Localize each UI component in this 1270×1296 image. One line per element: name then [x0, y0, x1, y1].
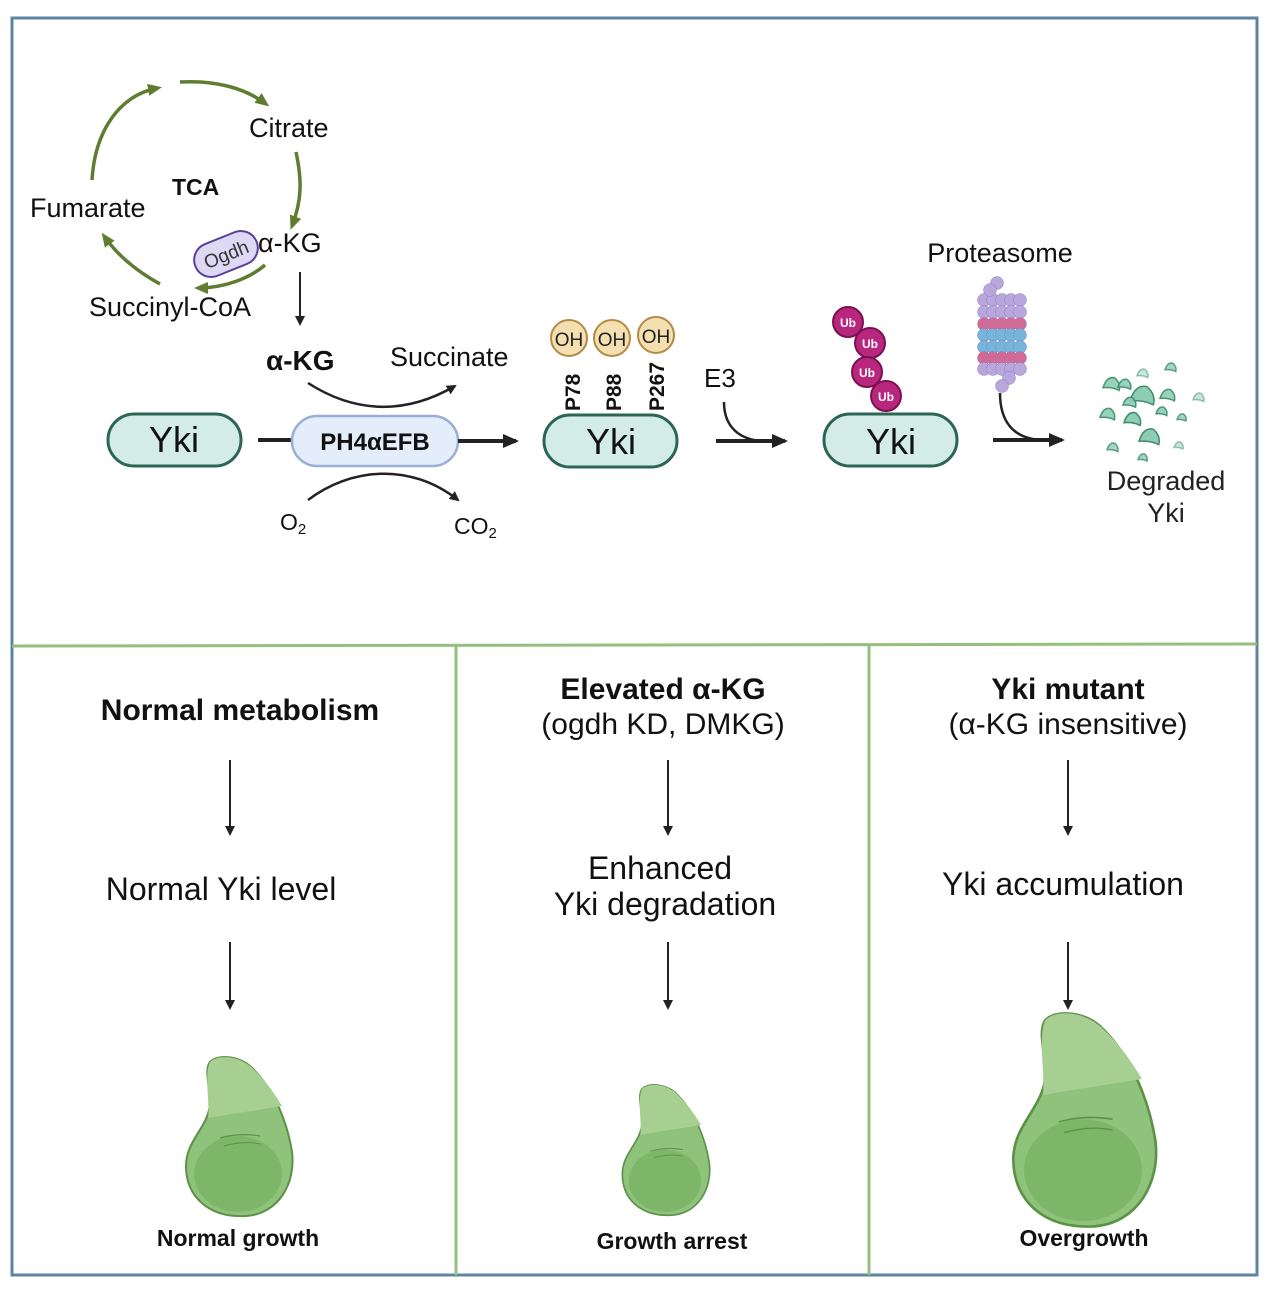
yki-fragment [1191, 392, 1205, 403]
degraded-yki-fragments [1098, 362, 1205, 463]
akg-cycle-label: α-KG [258, 228, 322, 258]
yki-fragment [1136, 453, 1148, 463]
proteasome-label: Proteasome [927, 238, 1073, 268]
o2-label: O2 [280, 509, 306, 538]
yki-fragment [1105, 442, 1119, 453]
site-p88: P88 [603, 373, 626, 411]
yki-fragment [1137, 428, 1161, 446]
tca-arrow-top-left [90, 83, 162, 181]
panel-3-outcome: Overgrowth [1019, 1225, 1148, 1251]
o2-to-co2-arrow [307, 472, 460, 502]
proteasome-bead [1013, 305, 1027, 319]
svg-text:Ub: Ub [859, 366, 875, 380]
panel-3-title: Yki mutant [991, 673, 1144, 706]
section-divider [11, 642, 1258, 648]
panel-normal-metabolism: Normal metabolism Normal Yki level Norma… [101, 694, 379, 1251]
panel-2-effect-line2: Yki degradation [554, 886, 776, 922]
tca-arrow-left [101, 232, 161, 286]
svg-text:OH: OH [555, 330, 584, 351]
degraded-label-line2: Yki [1147, 498, 1185, 528]
panel-2-title: Elevated α-KG [560, 673, 765, 706]
proteasome-bead [983, 283, 997, 297]
yki-fragment [1163, 362, 1177, 373]
yki-fragment [1135, 368, 1149, 379]
svg-text:OH: OH [642, 327, 671, 348]
panel-elevated-akg: Elevated α-KG (ogdh KD, DMKG) Enhanced Y… [541, 673, 784, 1254]
panel-3-effect: Yki accumulation [942, 866, 1184, 902]
citrate-label: Citrate [249, 113, 329, 143]
site-p267: P267 [646, 362, 669, 411]
yki-label-2: Yki [586, 421, 636, 462]
yki-label-3: Yki [866, 421, 916, 462]
proteasome-bead [1013, 362, 1027, 376]
e3-label: E3 [704, 363, 736, 393]
proteasome: Proteasome [927, 238, 1073, 447]
ubiquitinated-yki: Ub Ub Ub Ub Yki [822, 306, 959, 468]
wing-disc-large-icon [1011, 1012, 1158, 1228]
yki-fragment [1116, 378, 1132, 391]
panel-2-subtitle: (ogdh KD, DMKG) [541, 708, 784, 741]
yki-fragment [1121, 396, 1137, 409]
ub-1: Ub [832, 306, 864, 338]
svg-text:OH: OH [598, 330, 627, 351]
panel-3-subtitle: (α-KG insensitive) [948, 708, 1187, 741]
yki-fragment [1098, 407, 1116, 421]
proteasome-icon [977, 276, 1027, 393]
svg-text:Ub: Ub [862, 337, 878, 351]
yki-fragment [1172, 441, 1184, 451]
hydroxylation-reaction: α-KG Succinate O2 CO2 Yki PH4αEFB [106, 342, 519, 542]
yki-label-1: Yki [149, 419, 199, 460]
succinyl-coa-label: Succinyl-CoA [89, 292, 251, 322]
panel-1-effect: Normal Yki level [106, 871, 337, 907]
wing-disc-small-icon [621, 1084, 711, 1217]
tca-arrow-top-right [179, 79, 270, 107]
ph4aefb-enzyme: PH4αEFB [290, 414, 460, 468]
tca-arrow-right [289, 151, 302, 230]
yki-fragment [1158, 388, 1176, 402]
panel-1-outcome: Normal growth [157, 1225, 319, 1251]
oh-group-3: OH [637, 316, 675, 354]
yki-fragment [1122, 411, 1142, 427]
oh-group-2: OH [593, 319, 631, 357]
succinate-label: Succinate [390, 342, 509, 372]
ub-4: Ub [870, 380, 902, 412]
svg-text:Ub: Ub [840, 316, 856, 330]
akg-to-succinate-arrow [307, 381, 457, 409]
site-p78: P78 [562, 373, 585, 411]
co2-label: CO2 [454, 513, 497, 542]
yki-fragment [1128, 385, 1155, 406]
panel-2-outcome: Growth arrest [597, 1228, 748, 1254]
oh-group-1: OH [550, 319, 588, 357]
proteasome-curve [998, 392, 1041, 442]
e3-step: E3 [704, 363, 788, 448]
yki-protein-1: Yki [106, 412, 243, 468]
outer-border [10, 16, 1259, 1277]
e3-curve [722, 401, 761, 443]
fumarate-label: Fumarate [30, 193, 146, 223]
proteasome-bead [995, 379, 1009, 393]
panel-2-effect-line1: Enhanced [588, 850, 732, 886]
akg-substrate-label: α-KG [266, 345, 335, 376]
tca-arrow-bottom [194, 263, 267, 294]
ph4aefb-label: PH4αEFB [320, 429, 429, 456]
ub-2: Ub [854, 327, 886, 359]
ub-3: Ub [851, 356, 883, 388]
panel-1-title: Normal metabolism [101, 694, 379, 727]
tca-cycle: TCA Citrate Fumarate α-KG Succinyl-CoA O… [30, 79, 329, 326]
degraded-label-line1: Degraded [1107, 466, 1226, 496]
hydroxylated-yki: OH OH OH P78 P88 P267 Yki [542, 316, 679, 469]
tca-label: TCA [172, 174, 219, 200]
svg-text:Ub: Ub [878, 390, 894, 404]
yki-fragment [1175, 413, 1187, 423]
proteasome-bead [1013, 328, 1027, 342]
wing-disc-normal-icon [184, 1056, 294, 1218]
panel-yki-mutant: Yki mutant (α-KG insensitive) Yki accumu… [942, 673, 1187, 1251]
yki-fragment [1101, 376, 1121, 392]
proteasome-bead [1013, 293, 1027, 307]
yki-fragment [1154, 406, 1168, 417]
